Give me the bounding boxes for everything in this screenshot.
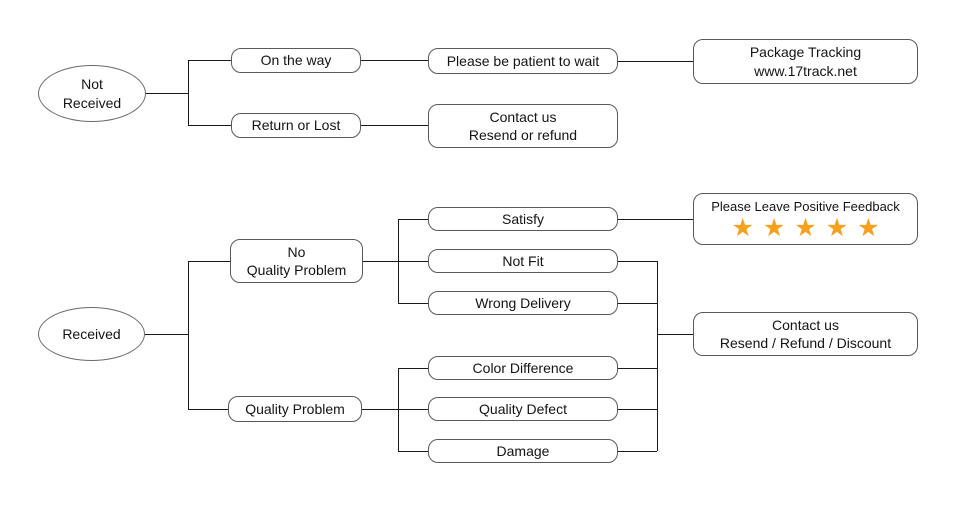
connector-line	[398, 303, 428, 304]
connector-line	[618, 261, 657, 262]
star-icon: ★	[825, 213, 849, 242]
star-rating: ★ ★ ★ ★ ★	[731, 213, 880, 242]
connector-line	[398, 368, 428, 369]
connector-line	[618, 303, 657, 304]
node-on-the-way: On the way	[231, 48, 361, 73]
node-contact-resend-refund-discount: Contact us Resend / Refund / Discount	[693, 312, 918, 356]
connector-line	[188, 60, 231, 61]
connector-line	[618, 61, 693, 62]
connector-line	[361, 125, 428, 126]
node-received: Received	[38, 307, 145, 361]
connector-line	[188, 60, 189, 126]
node-not-fit: Not Fit	[428, 249, 618, 273]
connector-line	[188, 125, 231, 126]
connector-line	[618, 219, 693, 220]
connector-line	[398, 261, 428, 262]
node-color-difference: Color Difference	[428, 356, 618, 380]
connector-line	[188, 261, 189, 409]
node-wrong-delivery: Wrong Delivery	[428, 291, 618, 315]
node-quality-defect: Quality Defect	[428, 397, 618, 421]
connector-line	[618, 451, 657, 452]
connector-line	[145, 334, 188, 335]
connector-line	[188, 409, 228, 410]
node-satisfy: Satisfy	[428, 207, 618, 231]
star-icon: ★	[857, 213, 880, 242]
node-not-received: Not Received	[38, 65, 146, 122]
star-icon: ★	[731, 213, 754, 242]
connector-line	[398, 219, 428, 220]
connector-line	[618, 409, 657, 410]
node-positive-feedback: Please Leave Positive Feedback ★ ★ ★ ★ ★	[693, 193, 918, 245]
node-damage: Damage	[428, 439, 618, 463]
node-package-tracking: Package Tracking www.17track.net	[693, 39, 918, 84]
connector-line	[657, 261, 658, 451]
feedback-title: Please Leave Positive Feedback	[711, 198, 900, 214]
connector-line	[618, 368, 657, 369]
connector-line	[188, 261, 230, 262]
node-be-patient: Please be patient to wait	[428, 48, 618, 74]
connector-line	[363, 261, 398, 262]
connector-line	[398, 451, 428, 452]
node-no-quality-problem: No Quality Problem	[230, 239, 363, 283]
connector-line	[146, 93, 188, 94]
connector-line	[657, 334, 693, 335]
star-icon: ★	[762, 213, 786, 242]
connector-line	[362, 409, 398, 410]
node-quality-problem: Quality Problem	[228, 396, 362, 422]
connector-line	[398, 409, 428, 410]
node-contact-resend-refund: Contact us Resend or refund	[428, 104, 618, 148]
node-return-or-lost: Return or Lost	[231, 113, 361, 138]
connector-line	[361, 60, 428, 61]
star-icon: ★	[794, 213, 817, 242]
